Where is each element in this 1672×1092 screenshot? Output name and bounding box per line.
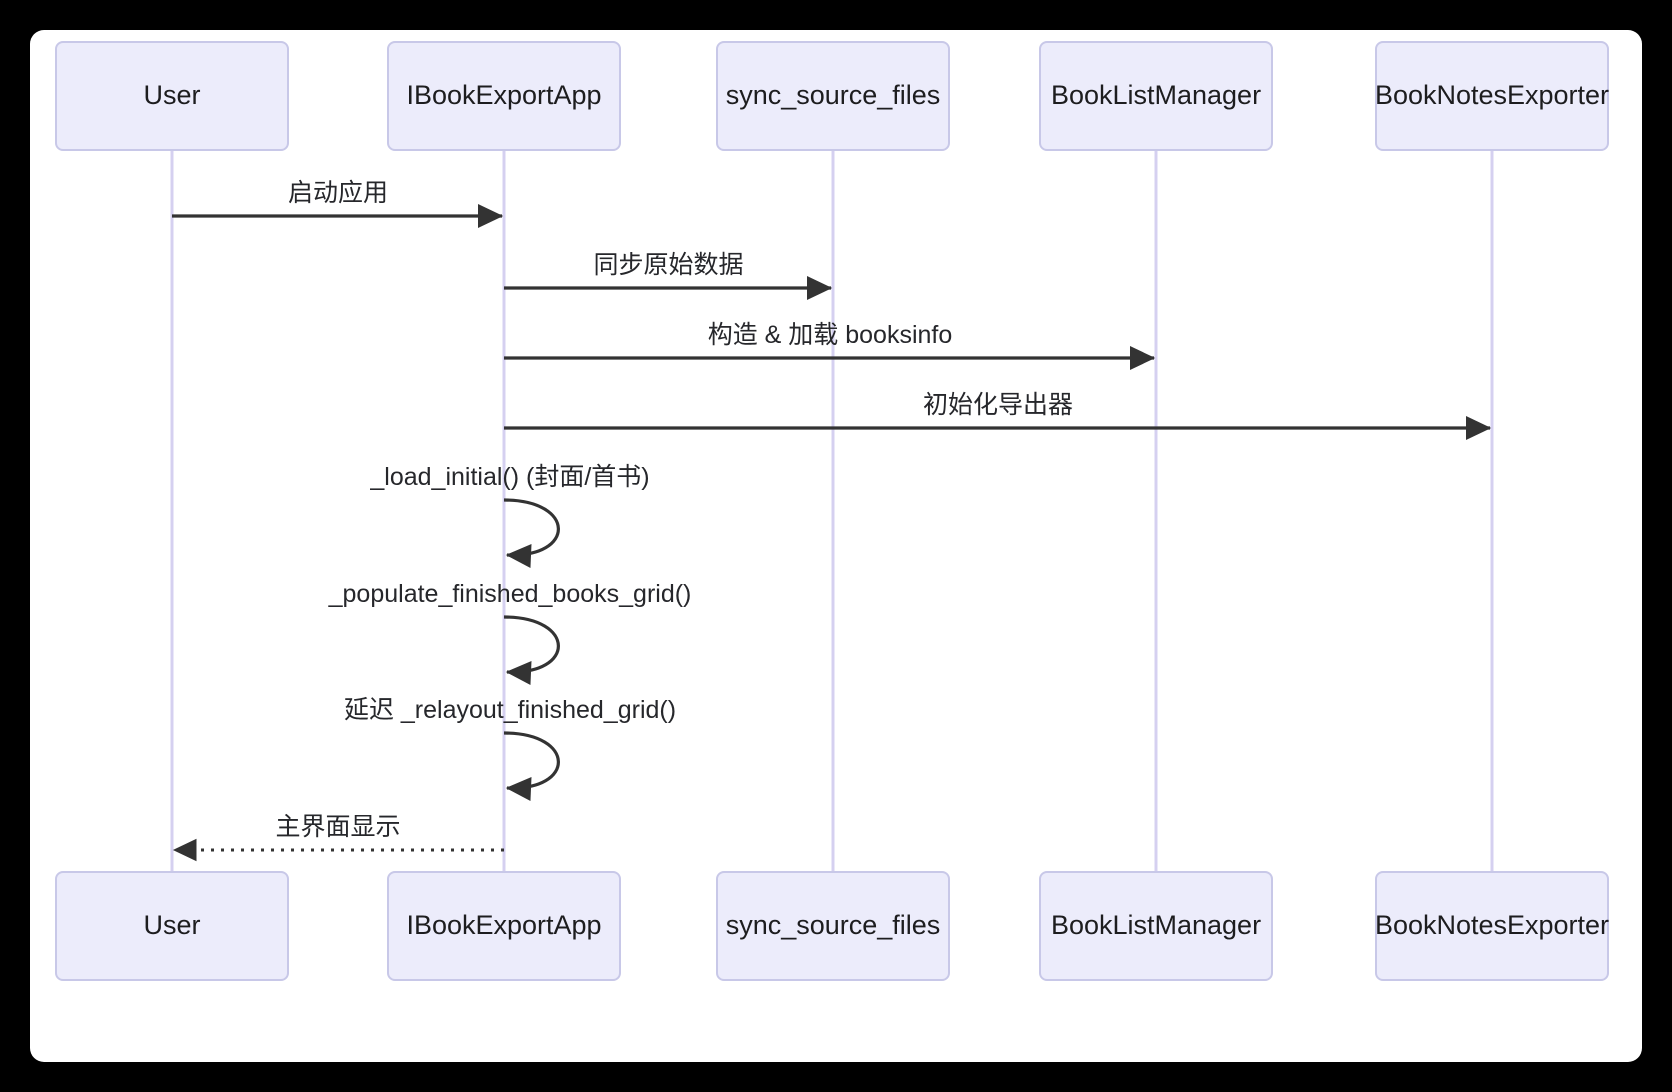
message-label-m3: 构造 & 加载 booksinfo <box>707 321 953 349</box>
message-arrow-m5[interactable] <box>503 498 560 569</box>
participant-box-user-bottom[interactable] <box>55 871 289 981</box>
participant-box-booklist-bottom[interactable] <box>1039 871 1273 981</box>
participant-box-exporter-bottom[interactable] <box>1375 871 1609 981</box>
participant-box-exporter-top[interactable] <box>1375 41 1609 151</box>
message-label-m4: 初始化导出器 <box>922 391 1074 419</box>
message-label-m2: 同步原始数据 <box>593 251 744 279</box>
message-label-m6: _populate_finished_books_grid() <box>328 580 692 608</box>
participant-boxes-group <box>55 41 1609 981</box>
messages-group <box>172 204 1492 862</box>
participant-box-sync-bottom[interactable] <box>716 871 950 981</box>
participant-box-booklist-top[interactable] <box>1039 41 1273 151</box>
sequence-diagram-svg <box>55 41 1609 981</box>
message-label-m1: 启动应用 <box>287 179 389 207</box>
message-label-m8: 主界面显示 <box>275 813 401 841</box>
participant-box-user-top[interactable] <box>55 41 289 151</box>
participant-box-app-bottom[interactable] <box>387 871 621 981</box>
message-label-m5: _load_initial() (封面/首书) <box>370 463 650 491</box>
participant-box-sync-top[interactable] <box>716 41 950 151</box>
participant-box-app-top[interactable] <box>387 41 621 151</box>
message-label-m7: 延迟 _relayout_finished_grid() <box>343 696 677 724</box>
message-arrow-m6[interactable] <box>503 615 560 686</box>
message-arrow-m7[interactable] <box>503 731 560 802</box>
lifelines-group <box>170 150 1494 872</box>
